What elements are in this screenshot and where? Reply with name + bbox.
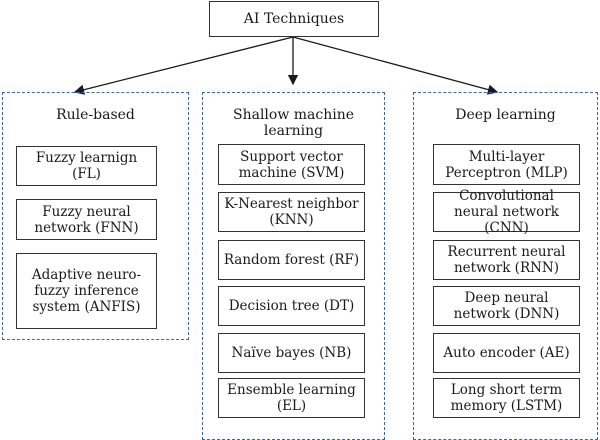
technique-box: Long short term memory (LSTM): [433, 378, 580, 418]
technique-box: K-Nearest neighbor (KNN): [218, 192, 365, 232]
group-shallow-ml: Shallow machine learning: [202, 92, 385, 440]
technique-box: Fuzzy learnign (FL): [16, 146, 157, 186]
technique-box: Ensemble learning (EL): [218, 378, 365, 418]
technique-box: Auto encoder (AE): [433, 333, 580, 373]
group-rule-based: Rule-based: [2, 92, 189, 340]
technique-box: Support vector machine (SVM): [218, 144, 365, 185]
technique-box: Adaptive neuro-fuzzy inference system (A…: [16, 253, 157, 329]
arrow-to-rule-based: [73, 36, 294, 95]
group-title-rule-based: Rule-based: [56, 107, 135, 123]
technique-box: Multi-layer Perceptron (MLP): [433, 144, 580, 185]
technique-box: Decision tree (DT): [218, 286, 365, 326]
technique-box: Recurrent neural network (RNN): [433, 240, 580, 280]
technique-box: Naïve bayes (NB): [218, 333, 365, 373]
root-node: AI Techniques: [209, 1, 379, 37]
group-title-deep-learning: Deep learning: [455, 107, 556, 123]
technique-box: Fuzzy neural network (FNN): [16, 199, 157, 240]
group-title-shallow-ml: Shallow machine learning: [232, 107, 355, 139]
technique-box: Random forest (RF): [218, 240, 365, 280]
arrow-to-deep-learning: [292, 36, 499, 95]
technique-box: Deep neural network (DNN): [433, 286, 580, 326]
technique-box: Convolutional neural network (CNN): [433, 188, 580, 236]
